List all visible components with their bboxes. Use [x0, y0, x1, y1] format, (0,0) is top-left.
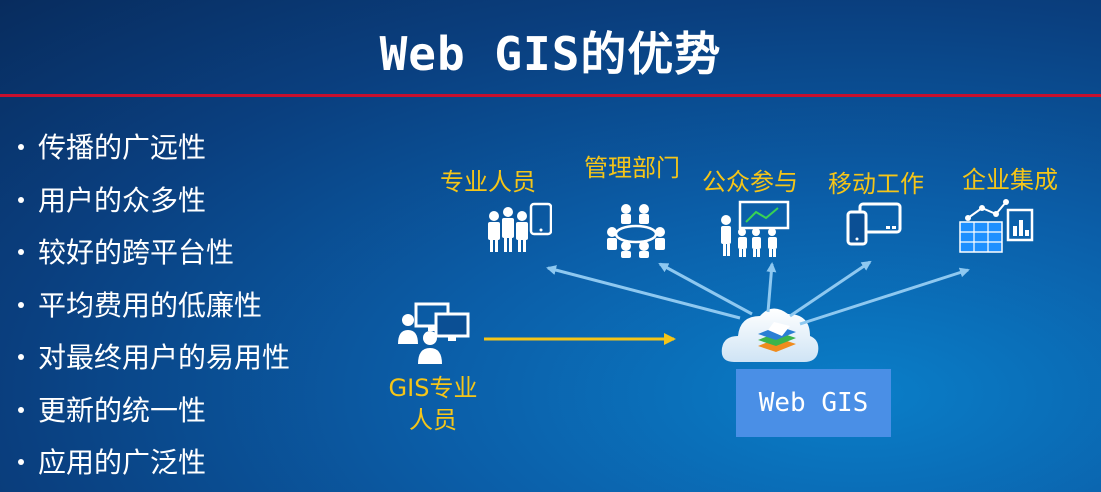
list-item: 传播的广远性: [18, 120, 290, 173]
slide-title: Web GIS的优势: [379, 27, 722, 81]
bullet-icon: [18, 459, 24, 466]
list-item: 平均费用的低廉性: [18, 278, 290, 331]
category-label-public: 公众参与: [702, 168, 798, 196]
category-label-mobile: 移动工作: [828, 170, 924, 198]
category-label-management: 管理部门: [584, 154, 680, 182]
gis-users-computers-icon: [398, 302, 470, 364]
arrow-to-enterprise: [799, 267, 970, 326]
bullet-icon: [18, 406, 24, 413]
mobile-devices-icon: [846, 202, 902, 246]
arrow-to-mobile: [789, 260, 872, 318]
web-gis-label: Web GIS: [758, 388, 869, 418]
list-item: 对最终用户的易用性: [18, 330, 290, 383]
title-divider: [0, 94, 1101, 97]
arrow-to-professionals: [546, 265, 741, 320]
web-gis-box: Web GIS: [736, 369, 891, 437]
gis-professionals-label: GIS专业 人员: [388, 374, 478, 434]
bullet-icon: [18, 196, 24, 203]
cloud-layers-icon: [721, 308, 819, 362]
list-item: 应用的广泛性: [18, 435, 290, 488]
arrow-to-public: [766, 262, 777, 313]
bullet-icon: [18, 144, 24, 151]
meeting-icon: [607, 204, 665, 258]
bullet-icon: [18, 354, 24, 361]
bullet-icon: [18, 249, 24, 256]
list-item: 较好的跨平台性: [18, 225, 290, 278]
presentation-audience-icon: [721, 200, 790, 257]
bullet-icon: [18, 301, 24, 308]
arrow-to-management: [658, 262, 753, 316]
professionals-tablet-icon: [488, 202, 552, 252]
advantage-list: 传播的广远性 用户的众多性 较好的跨平台性 平均费用的低廉性 对最终用户的易用性…: [18, 120, 290, 488]
enterprise-data-icon: [959, 199, 1034, 253]
category-label-professionals: 专业人员: [440, 168, 536, 196]
category-label-enterprise: 企业集成: [962, 166, 1058, 194]
list-item: 更新的统一性: [18, 383, 290, 436]
list-item: 用户的众多性: [18, 173, 290, 226]
